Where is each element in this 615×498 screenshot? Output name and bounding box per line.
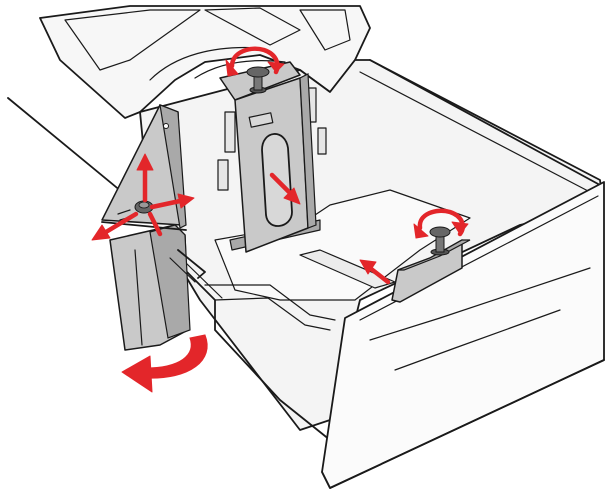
swing-down-arrow: [121, 334, 208, 393]
slide-guide-arrow: [91, 211, 139, 241]
motion-arrows: [91, 46, 469, 393]
slide-guide-arrow: [136, 153, 154, 203]
rotate-thumbscrew-arrow: [225, 46, 285, 77]
thumbscrew-front: [429, 226, 451, 256]
printer-body: [39, 5, 371, 119]
front-paper-guide: [391, 239, 471, 303]
rear-paper-guide: [219, 61, 321, 253]
slide-guide-arrow: [269, 172, 301, 205]
slide-guide-arrow: [147, 211, 163, 237]
rotate-thumbscrew-arrow: [413, 208, 469, 239]
thumbscrew-rear: [246, 66, 270, 94]
slide-guide-arrow: [149, 193, 195, 210]
slide-guide-arrow: [359, 259, 391, 285]
